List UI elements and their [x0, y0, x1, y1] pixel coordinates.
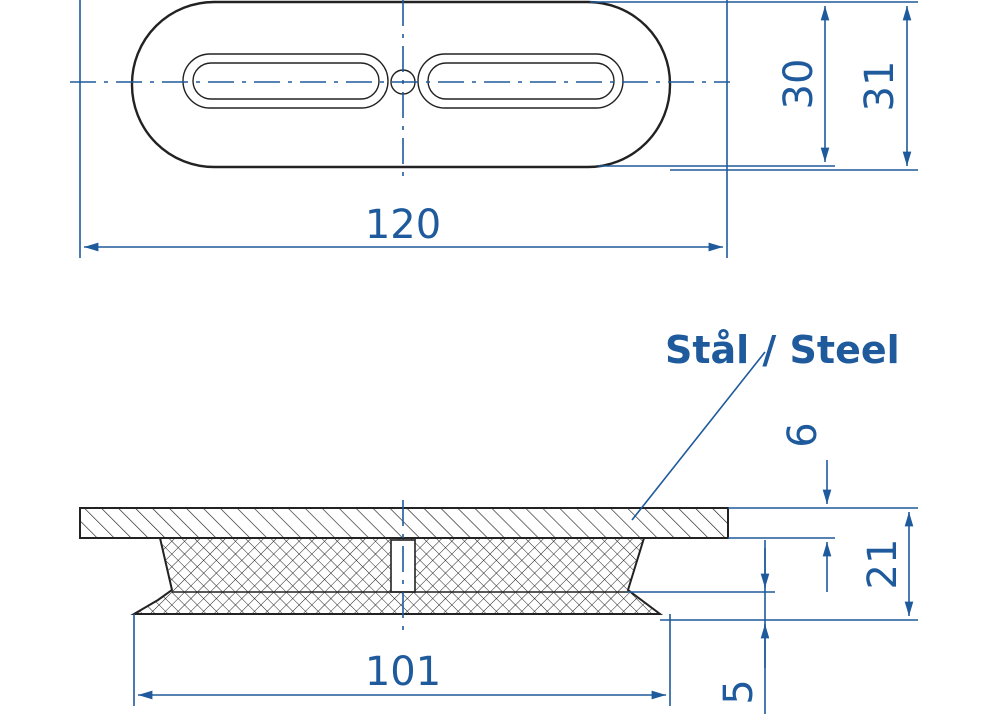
steel-plate: [79, 507, 729, 539]
dimension-5-label: 5: [716, 679, 762, 704]
dimension-101-label: 101: [365, 649, 441, 695]
dimension-120-label: 120: [365, 202, 441, 248]
dimension-21-label: 21: [860, 539, 906, 590]
top-view: 30 31 120: [70, 0, 918, 258]
right-slot-outer: [417, 53, 624, 109]
material-label: Stål / Steel: [665, 328, 900, 372]
anode-outline: [130, 0, 672, 169]
side-view: Stål / Steel 6 21 5 101: [79, 328, 918, 714]
dimension-30-label: 30: [776, 59, 822, 110]
material-leader-line: [631, 351, 766, 521]
left-slot-inner: [192, 62, 380, 100]
dimension-31-label: 31: [857, 61, 903, 112]
right-slot-inner: [427, 62, 615, 100]
left-slot-outer: [182, 53, 389, 109]
dimension-6-label: 6: [780, 422, 826, 447]
